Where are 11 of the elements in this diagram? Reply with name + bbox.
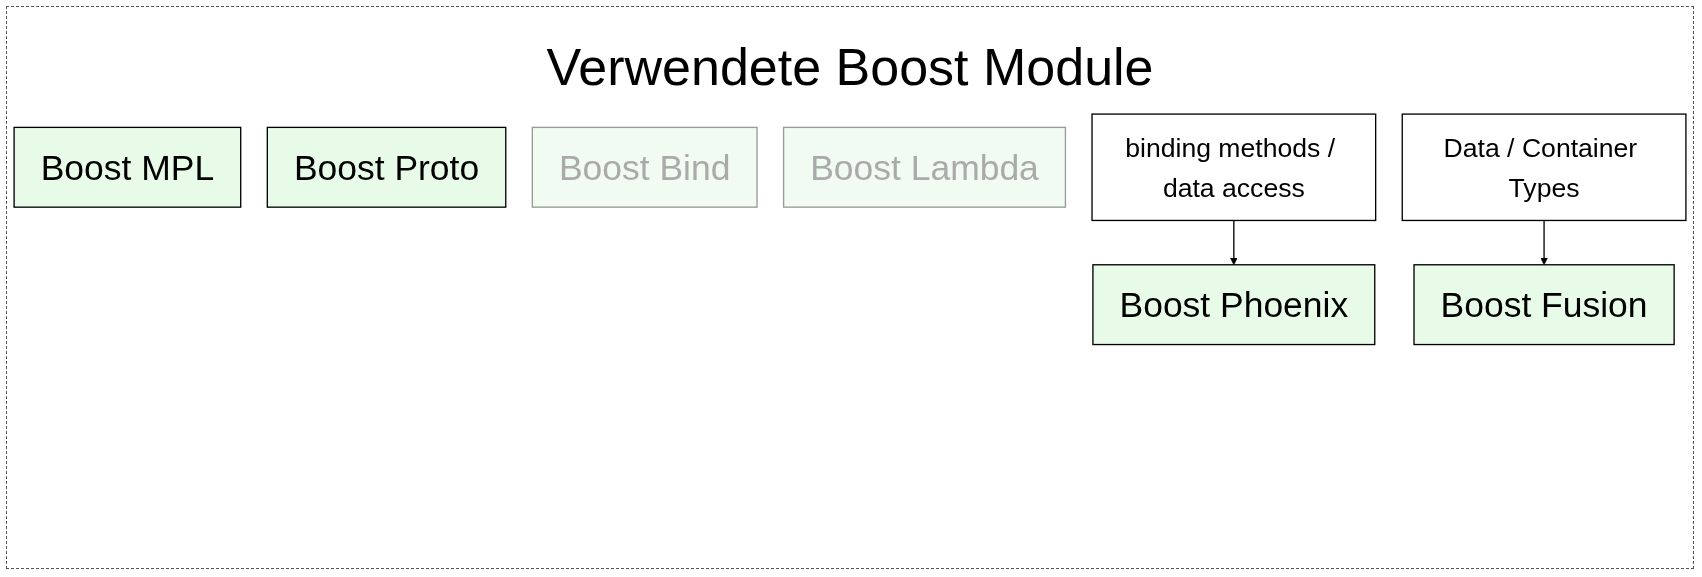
node-box: Boost Phoenix [1092,264,1376,346]
diagram-title: Verwendete Boost Module [546,37,1154,97]
node-box: binding methods / data access [1091,113,1377,222]
node-box: Boost Fusion [1413,264,1675,346]
node-box: Boost Bind [531,126,758,208]
node-box: Boost MPL [13,126,242,208]
arrow [1540,219,1548,266]
node-box: Boost Lambda [782,126,1067,208]
node-box: Boost Proto [266,126,507,208]
node-box: Data / Container Types [1401,113,1687,222]
arrow [1229,219,1238,266]
